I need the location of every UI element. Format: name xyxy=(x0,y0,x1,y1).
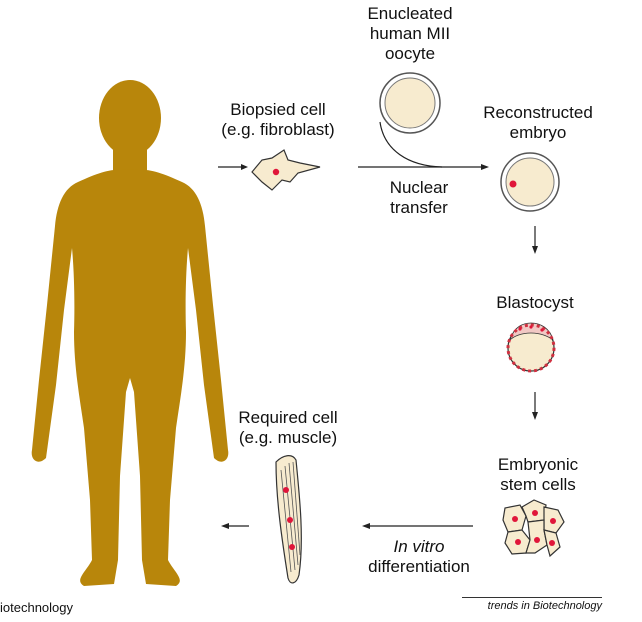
oocyte-label-line2: human MII xyxy=(369,24,451,43)
footer-journal-credit: trends in Biotechnology xyxy=(487,600,602,612)
stem-cells-cluster-icon xyxy=(502,499,565,558)
blastocyst-label: Blastocyst xyxy=(496,293,574,312)
oocyte-label-line1: Enucleated xyxy=(367,4,453,23)
oocyte-icon xyxy=(379,72,441,134)
reconstructed-label-line1: Reconstructed xyxy=(483,103,593,122)
differentiation-arrow xyxy=(362,523,473,529)
nuclear-transfer-arrow xyxy=(358,164,489,170)
reconstructed-embryo-icon xyxy=(500,152,560,212)
nuclear-transfer-label-line1: Nuclear xyxy=(389,178,449,197)
arrow-to-fibroblast xyxy=(218,164,248,170)
footer-source-left: iotechnology xyxy=(0,600,73,615)
blastocyst-icon xyxy=(506,322,556,373)
nuclear-transfer-label-line2: transfer xyxy=(390,198,448,217)
biopsied-label-line1: Biopsied cell xyxy=(230,100,326,119)
oocyte-transfer-curve xyxy=(379,121,443,168)
muscle-cell-icon xyxy=(275,455,302,584)
arrow-to-patient xyxy=(221,523,249,529)
required-cell-label-line2: (e.g. muscle) xyxy=(238,428,338,447)
footer-rule xyxy=(462,597,602,598)
biopsied-label-line2: (e.g. fibroblast) xyxy=(221,120,335,139)
required-cell-label-line1: Required cell xyxy=(238,408,338,427)
arrow-to-stem-cells xyxy=(532,392,538,420)
oocyte-label-line3: oocyte xyxy=(384,44,436,63)
stem-cells-label-line2: stem cells xyxy=(500,475,576,494)
fibroblast-cell-icon xyxy=(251,149,321,191)
arrow-to-blastocyst xyxy=(532,226,538,254)
human-body-silhouette xyxy=(31,80,229,586)
reconstructed-label-line2: embryo xyxy=(509,123,567,142)
stem-cells-label-line1: Embryonic xyxy=(497,455,579,474)
in-vitro-label: In vitro xyxy=(393,537,445,556)
differentiation-label: differentiation xyxy=(368,557,470,576)
